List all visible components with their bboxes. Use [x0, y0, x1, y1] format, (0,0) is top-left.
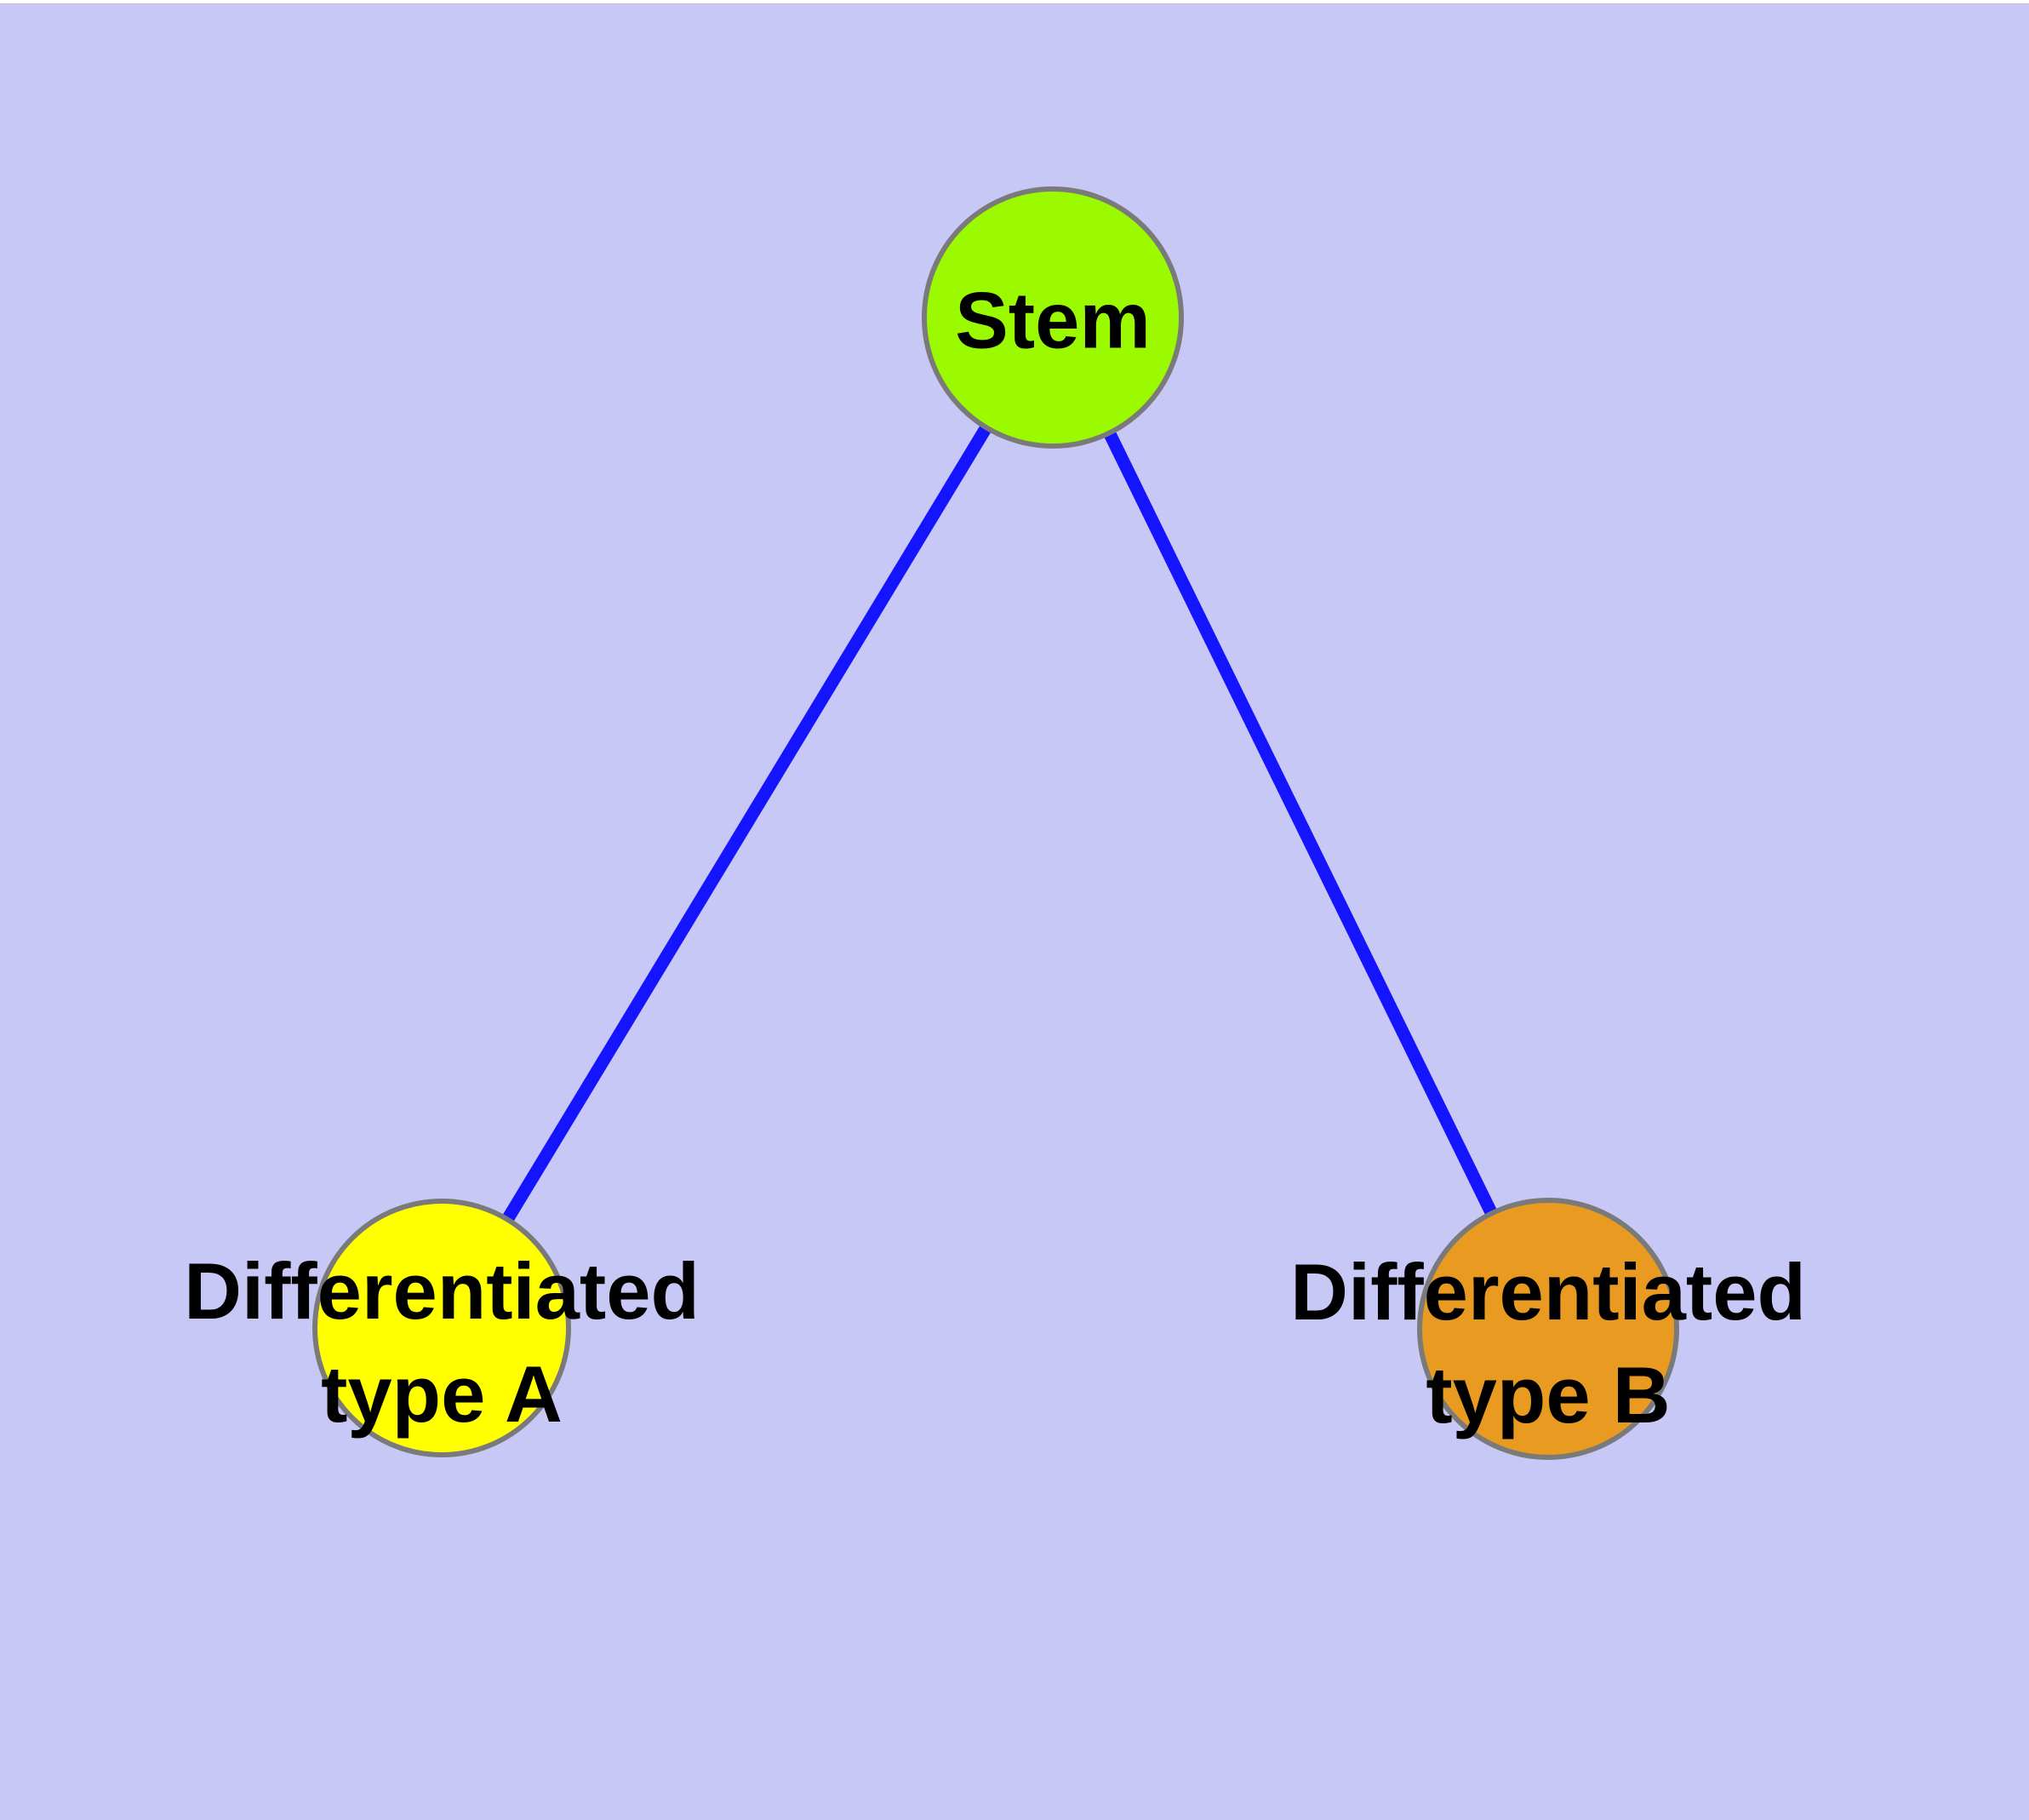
- edge-stem-to-differentiated-type-a[interactable]: [436, 314, 1059, 1331]
- edges-layer: [436, 314, 1554, 1332]
- top-margin-strip: [0, 0, 2029, 4]
- node-differentiated-type-a[interactable]: [312, 1199, 571, 1457]
- node-stem[interactable]: [922, 186, 1184, 449]
- node-differentiated-type-b[interactable]: [1417, 1198, 1679, 1460]
- nodes-layer: [312, 186, 1679, 1460]
- edge-stem-to-differentiated-type-b[interactable]: [1047, 314, 1554, 1332]
